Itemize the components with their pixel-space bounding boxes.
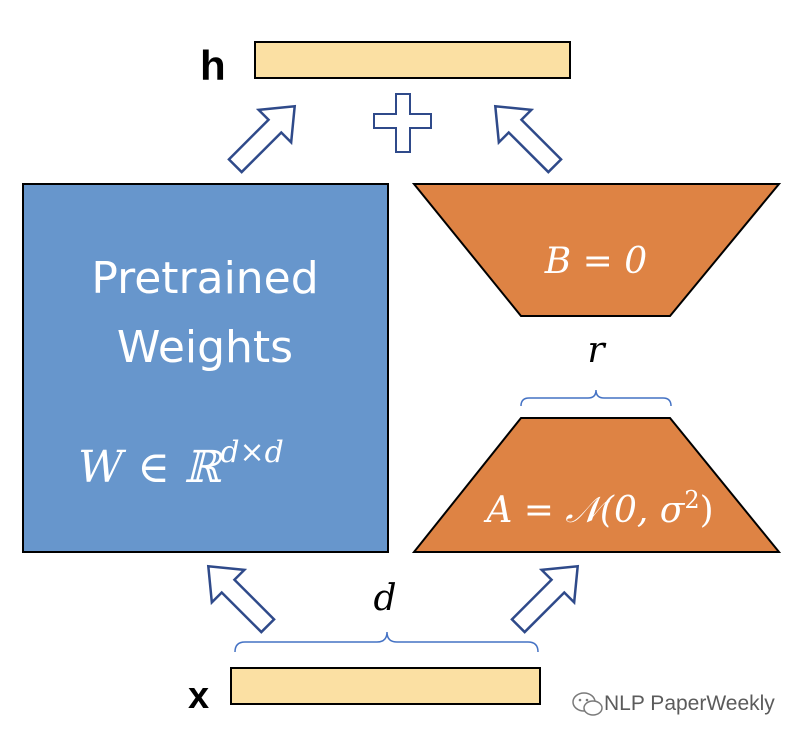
input-dim-brace [234, 631, 539, 653]
pretrained-formula-main: W ∈ ℝ [78, 442, 223, 493]
arrow-b-to-h-icon [477, 88, 573, 184]
pretrained-formula: W ∈ ℝd×d [78, 435, 284, 493]
matrix-a-formula-main: A = 𝒩(0, σ [483, 490, 685, 531]
pretrained-label-line1: Pretrained [91, 253, 318, 304]
matrix-a-formula-superscript: 2 [684, 486, 699, 514]
plus-icon [373, 93, 432, 153]
matrix-a-block [411, 417, 782, 553]
wechat-icon [572, 692, 603, 716]
output-vector-h [254, 41, 571, 79]
matrix-b-block [411, 183, 782, 317]
pretrained-weights-block [22, 183, 389, 553]
arrow-x-to-a-icon [500, 548, 596, 644]
output-label: h [200, 42, 226, 89]
pretrained-label-line2: Weights [117, 322, 293, 373]
input-vector-x [230, 667, 541, 705]
rank-brace [520, 389, 672, 407]
matrix-b-formula: B = 0 [544, 241, 647, 282]
input-label: x [188, 675, 209, 717]
arrow-pretrained-to-h-icon [217, 88, 313, 184]
matrix-a-formula-close: ) [700, 490, 714, 531]
arrow-x-to-pretrained-icon [190, 548, 286, 644]
input-dim-label: d [373, 578, 396, 619]
matrix-a-formula: A = 𝒩(0, σ2) [483, 486, 713, 531]
pretrained-formula-superscript: d×d [220, 435, 284, 470]
watermark-text: NLP PaperWeekly [604, 692, 775, 715]
rank-label: r [587, 330, 606, 371]
